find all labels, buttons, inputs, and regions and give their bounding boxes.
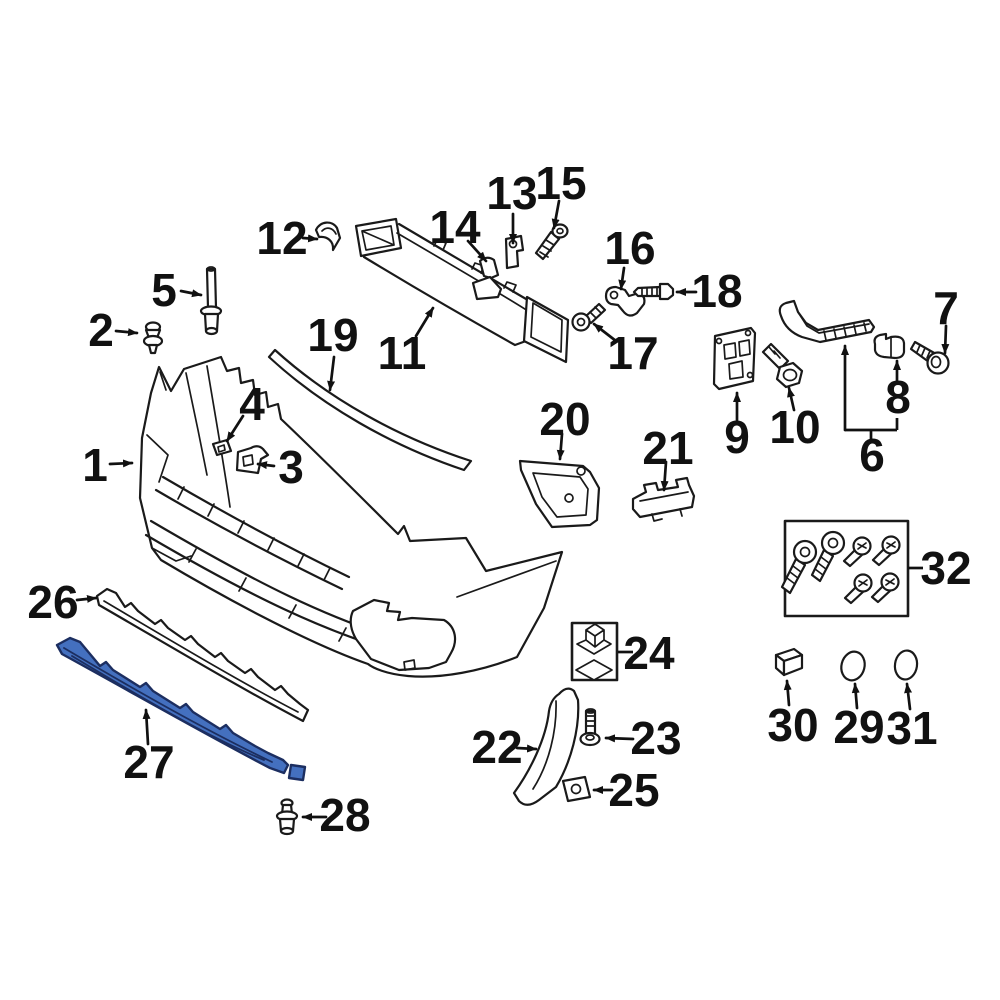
part-24-grommet-box	[570, 621, 619, 682]
leader-4	[225, 414, 245, 443]
leader-21	[660, 460, 669, 492]
part-label-18: 18	[691, 265, 742, 317]
part-23-screw	[579, 708, 601, 747]
part-label-8: 8	[885, 371, 911, 423]
part-label-19: 19	[307, 309, 358, 361]
part-27-detail-line-2	[71, 655, 265, 761]
part-31-seal	[893, 649, 919, 681]
part-20-corner-bracket	[518, 459, 601, 529]
part-label-2: 2	[88, 304, 114, 356]
part-label-23: 23	[630, 712, 681, 764]
leader-7	[941, 324, 950, 355]
leader-1	[108, 459, 134, 468]
leader-31	[904, 682, 913, 711]
part-21-center-bracket	[631, 476, 696, 522]
part-label-30: 30	[767, 699, 818, 751]
leader-26	[75, 594, 98, 603]
part-label-15: 15	[535, 157, 586, 209]
leader-30	[783, 679, 792, 707]
part-6-side-rail	[778, 299, 876, 344]
part-label-17: 17	[607, 327, 658, 379]
part-label-10: 10	[769, 401, 820, 453]
part-25-square-nut	[561, 775, 592, 803]
leader-10	[787, 386, 796, 412]
part-label-11: 11	[378, 327, 427, 379]
part-29-seal	[840, 650, 866, 682]
part-8-clip	[873, 332, 906, 360]
part-label-26: 26	[27, 576, 78, 628]
leader-6-bracket	[845, 418, 899, 441]
part-label-22: 22	[471, 721, 522, 773]
leader-23	[604, 734, 635, 743]
part-11-impact-bar	[354, 217, 570, 364]
part-2-push-clip	[142, 321, 164, 355]
part-22-side-retainer	[512, 687, 580, 806]
part-label-3: 3	[278, 441, 304, 493]
leader-19	[327, 355, 336, 392]
part-label-16: 16	[604, 222, 655, 274]
leader-3	[256, 461, 276, 470]
part-label-31: 31	[886, 702, 937, 754]
part-28-bolt	[275, 798, 299, 836]
part-27-body	[55, 636, 290, 775]
leader-14	[466, 239, 488, 263]
part-label-4: 4	[239, 378, 265, 430]
part-15-screw	[534, 223, 569, 261]
part-labels: 1 2 3 4 5 6 7 8 9 10 11 12 13 14 15 16 1…	[27, 157, 971, 841]
part-26-step-pad	[95, 587, 310, 723]
part-18-bolt	[632, 282, 675, 301]
part-27-end-tab	[287, 763, 307, 782]
part-27-lower-trim-highlighted	[55, 636, 307, 782]
part-13-bracket	[504, 234, 525, 270]
part-label-21: 21	[642, 422, 693, 474]
part-32-screw-kit-box	[780, 519, 910, 618]
leader-17	[592, 322, 618, 343]
part-label-5: 5	[151, 264, 177, 316]
part-9-mount-plate	[712, 326, 757, 391]
part-1-bumper-cover	[138, 355, 564, 678]
leader-lines	[75, 199, 950, 821]
part-label-6: 6	[859, 429, 885, 481]
leader-16	[618, 266, 627, 291]
part-label-7: 7	[933, 282, 959, 334]
part-label-14: 14	[429, 201, 481, 253]
leader-11	[414, 306, 435, 338]
part-label-12: 12	[256, 212, 307, 264]
part-label-28: 28	[319, 789, 370, 841]
part-label-25: 25	[608, 764, 659, 816]
part-16-hook-bracket	[604, 285, 646, 317]
leader-22	[515, 744, 538, 753]
leader-12	[301, 234, 319, 243]
part-7-screw	[909, 340, 950, 375]
part-19-trim-strip	[267, 348, 473, 472]
part-5-pin	[199, 266, 223, 336]
leader-29	[851, 682, 860, 710]
part-label-29: 29	[833, 701, 884, 753]
leader-5	[179, 289, 203, 298]
leader-20	[556, 432, 565, 461]
leader-27	[142, 708, 151, 746]
part-30-block	[774, 647, 804, 677]
part-14-bracket	[471, 256, 503, 301]
part-label-32: 32	[920, 542, 971, 594]
part-10-flange-bolt	[761, 342, 804, 389]
part-17-screw	[571, 302, 607, 332]
leader-2	[114, 328, 139, 337]
part-4-clip	[211, 438, 233, 457]
part-label-9: 9	[724, 411, 750, 463]
part-label-24: 24	[623, 627, 675, 679]
leader-15	[551, 199, 561, 230]
diagram-line-art	[55, 217, 950, 836]
part-27-detail-line	[63, 647, 273, 763]
part-12-hook-clip	[314, 221, 342, 252]
part-label-27: 27	[123, 736, 174, 788]
part-label-13: 13	[486, 167, 537, 219]
part-label-1: 1	[82, 439, 108, 491]
part-label-20: 20	[539, 393, 590, 445]
